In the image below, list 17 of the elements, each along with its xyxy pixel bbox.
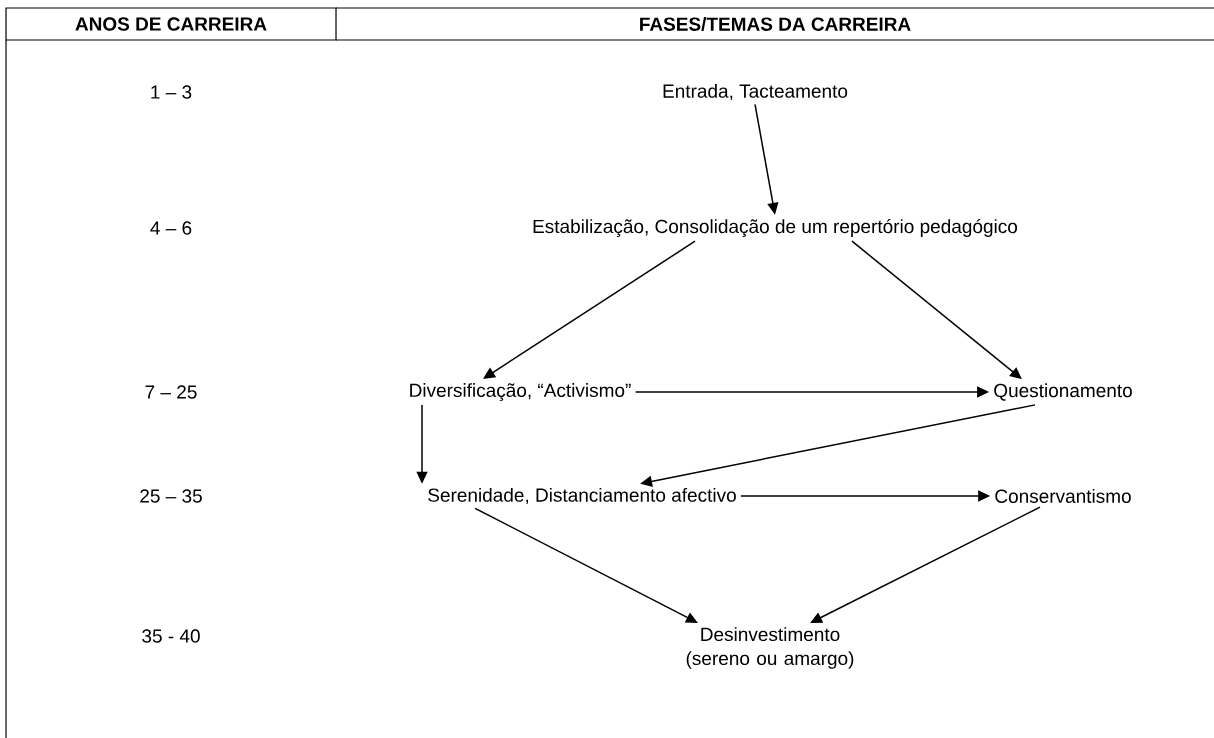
arrow bbox=[474, 507, 698, 623]
phase-text: Diversificação, “Activismo” bbox=[410, 383, 631, 401]
phase-text: Conservantismo bbox=[995, 489, 1131, 503]
year-range: 35 - 40 bbox=[142, 629, 200, 643]
table-header-cell: FASES/TEMAS DA CARREIRA bbox=[335, 7, 1214, 41]
year-range: 25 – 35 bbox=[140, 489, 202, 503]
year-range: 7 – 25 bbox=[145, 385, 197, 399]
year-range: 1 – 3 bbox=[151, 85, 192, 99]
arrow bbox=[483, 240, 696, 379]
arrow bbox=[810, 506, 1041, 623]
phase-text: Serenidade, Distanciamento afectivo bbox=[428, 487, 736, 505]
phase-text: Entrada, Tacteamento bbox=[663, 83, 848, 101]
table-header-cell: ANOS DE CARREIRA bbox=[5, 7, 337, 41]
phase-text: Desinvestimento (sereno ou amargo) bbox=[686, 627, 854, 669]
phase-text: Questionamento bbox=[994, 383, 1132, 401]
phase-text: Estabilização, Consolidação de um repertório pedagógico bbox=[533, 219, 1018, 237]
year-range: 4 – 6 bbox=[150, 221, 192, 235]
